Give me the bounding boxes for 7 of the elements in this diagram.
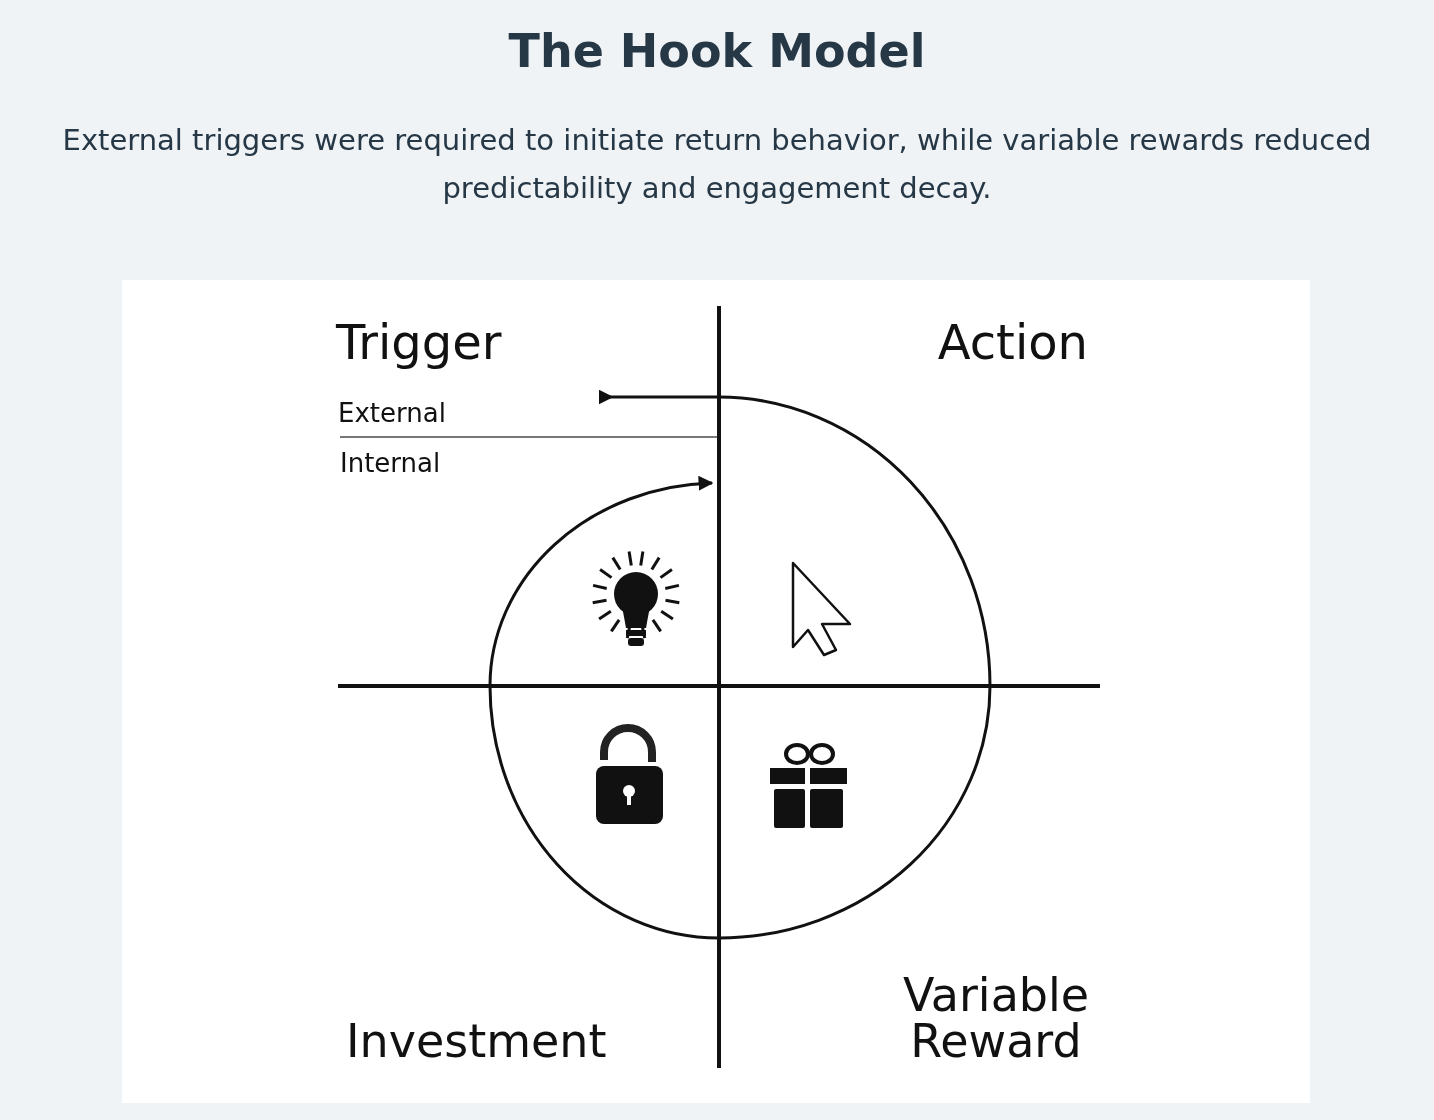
quadrant-label: Action <box>937 318 1088 366</box>
title: The Hook Model <box>507 24 927 78</box>
trigger-type-label: Internal <box>340 450 441 476</box>
quadrant-label: Variable Reward <box>901 972 1091 1064</box>
quadrant-label: Investment <box>346 1018 607 1064</box>
caption: External triggers were required to initiate return behavior, while variable rewards reduced predictability and engagement decay. <box>61 122 1373 207</box>
trigger-type-label: External <box>338 400 446 426</box>
